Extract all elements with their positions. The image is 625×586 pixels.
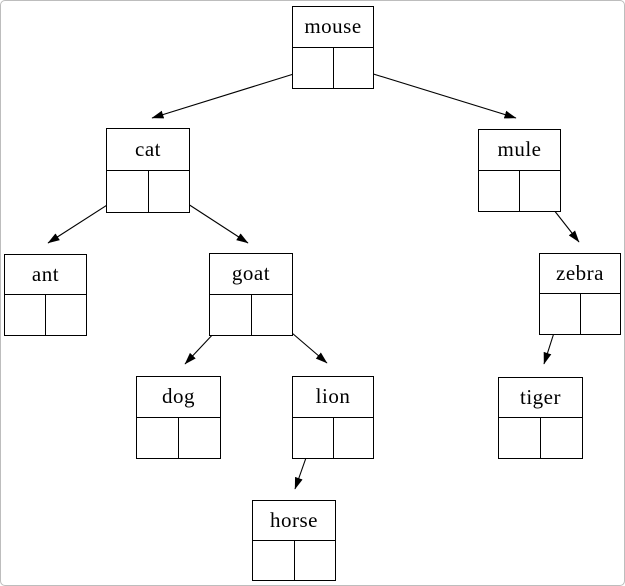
pointer-cells [540,294,620,334]
tree-node-mouse: mouse [292,6,374,89]
pointer-cells [5,295,86,335]
node-label: horse [253,501,335,541]
pointer-cells [253,540,336,580]
pointer-cells [137,417,220,458]
left-pointer-cell [253,540,295,580]
pointer-cells [210,294,293,335]
right-pointer-cell [334,418,374,458]
tree-node-zebra: zebra [539,253,621,335]
left-pointer-cell [107,170,149,212]
node-label: mouse [293,7,373,48]
pointer-cells [107,170,190,212]
tree-node-mule: mule [478,129,561,212]
right-pointer-cell [541,418,582,458]
tree-node-horse: horse [252,500,336,581]
node-label: dog [137,377,220,418]
right-pointer-cell [252,295,293,335]
right-pointer-cell [179,418,220,458]
edge-mouse-right-to-mule-arrow [353,67,517,119]
right-pointer-cell [520,171,560,211]
node-label: lion [293,377,373,418]
pointer-cells [479,170,560,211]
left-pointer-cell [479,170,520,211]
tree-node-goat: goat [209,253,293,336]
tree-node-cat: cat [106,128,190,213]
node-label: ant [5,255,86,296]
pointer-cells [293,417,374,458]
right-pointer-cell [149,171,190,212]
node-label: mule [479,130,560,171]
left-pointer-cell [499,418,541,458]
left-pointer-cell [137,417,179,458]
node-label: goat [210,254,292,295]
right-pointer-cell [295,541,336,580]
left-pointer-cell [5,295,46,335]
tree-node-dog: dog [136,376,221,459]
right-pointer-cell [46,295,86,335]
left-pointer-cell [293,417,334,458]
right-pointer-cell [581,294,621,334]
node-label: tiger [499,378,582,419]
pointer-cells [499,418,582,458]
tree-node-lion: lion [292,376,374,459]
right-pointer-cell [334,48,374,88]
left-pointer-cell [210,294,252,335]
left-pointer-cell [540,294,581,334]
tree-node-tiger: tiger [498,377,583,459]
pointer-cells [293,47,374,88]
left-pointer-cell [293,47,334,88]
node-label: zebra [540,254,620,295]
node-label: cat [107,129,189,171]
edge-mouse-left-to-cat-arrow [151,67,314,119]
tree-node-ant: ant [4,254,87,336]
